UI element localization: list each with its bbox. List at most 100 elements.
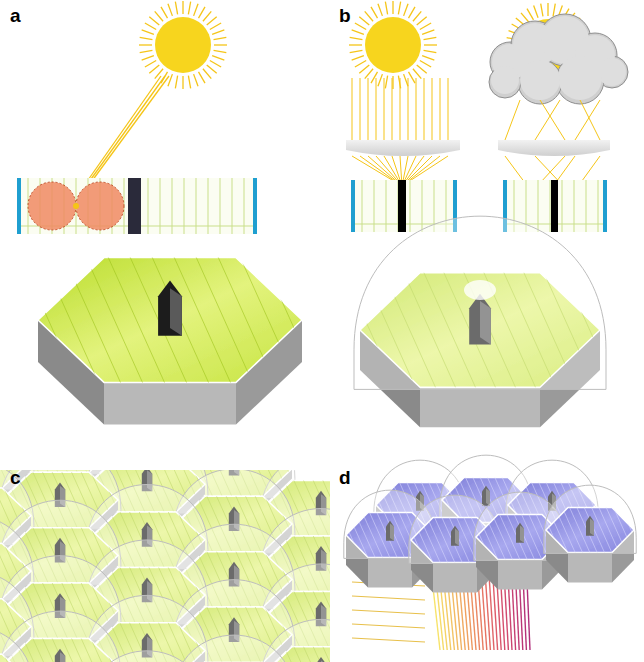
sun-ray: [547, 3, 548, 16]
light-spot: [464, 280, 496, 300]
direct-ray: [408, 78, 409, 142]
stripe: [70, 650, 99, 662]
stripe: [600, 264, 644, 396]
cell-facet: [170, 288, 182, 336]
sun-ray: [424, 50, 437, 52]
sun-ray: [194, 74, 198, 86]
sun-ray: [145, 61, 156, 68]
lens: [346, 140, 460, 156]
sun-disc: [365, 17, 421, 73]
sun-ray: [385, 76, 387, 89]
stripe: [282, 658, 311, 662]
sun-ray: [553, 4, 555, 17]
sun-ray: [413, 11, 421, 21]
absorber-strip: [17, 178, 257, 234]
edge-bar: [253, 178, 257, 234]
sun: [349, 1, 437, 89]
stripe: [50, 650, 79, 662]
sun-ray: [142, 30, 154, 34]
sun-ray: [534, 6, 538, 18]
side-face: [104, 382, 236, 424]
side-face: [420, 387, 540, 427]
diffuse-ray: [535, 100, 560, 140]
tiled-array: [0, 389, 456, 662]
direct-ray: [368, 78, 369, 142]
stripe: [317, 509, 340, 561]
panel-letter: c: [10, 468, 21, 487]
sun-ray: [355, 61, 366, 68]
sun-ray: [194, 4, 198, 16]
sun-ray: [142, 56, 154, 60]
stripe: [640, 479, 644, 531]
sun-ray: [199, 72, 206, 83]
sun-ray: [417, 65, 427, 73]
sun-ray: [527, 9, 534, 20]
sun-ray: [214, 50, 227, 52]
sun-ray: [199, 7, 206, 18]
stripe: [60, 650, 89, 662]
sun-ray: [359, 65, 369, 73]
sun-ray: [424, 44, 437, 45]
lens-dome: [173, 635, 295, 662]
stripe: [439, 511, 462, 563]
cloud-fill: [520, 60, 560, 100]
direct-ray: [352, 78, 353, 142]
hexagonal-concentrator: [0, 627, 108, 662]
side-face: [433, 563, 477, 593]
sun-ray: [521, 13, 529, 23]
stripe: [280, 264, 339, 396]
cell-prism: [158, 280, 182, 335]
direct-ray: [432, 78, 433, 142]
emission-lobe: [76, 182, 124, 230]
side-face: [498, 560, 542, 590]
cell-bar: [398, 180, 406, 232]
stripe: [148, 248, 213, 392]
stripe: [321, 658, 330, 662]
stripe: [79, 650, 108, 662]
strip-ground: [20, 178, 254, 234]
lens-dome: [354, 216, 606, 389]
cloud-fill: [558, 56, 602, 100]
stripe: [517, 504, 540, 556]
direct-ray: [360, 78, 361, 142]
direct-ray: [392, 78, 393, 142]
sun-ray: [149, 17, 159, 25]
stripe: [374, 514, 397, 566]
stripe: [0, 248, 37, 392]
sun-ray: [352, 56, 364, 60]
sun-disc: [155, 17, 211, 73]
sun-ray: [207, 17, 217, 25]
direct-ray: [400, 78, 401, 142]
sun-ray: [392, 1, 393, 14]
stripe: [447, 511, 470, 563]
sun-ray: [149, 65, 159, 73]
stripe: [82, 248, 147, 392]
edge-bar: [603, 180, 607, 232]
lens-dome: [544, 485, 636, 553]
sun-ray: [355, 23, 366, 30]
cell-bar: [128, 178, 141, 234]
sun-ray: [378, 4, 382, 16]
stripe: [640, 264, 644, 396]
stripe: [641, 504, 644, 556]
sun-ray: [155, 11, 163, 21]
sun-ray: [175, 76, 177, 89]
sun-ray: [365, 11, 373, 21]
sun-ray: [392, 76, 393, 89]
stripe: [214, 248, 279, 392]
top-face: [38, 258, 302, 383]
cloud-fill: [491, 66, 519, 94]
sun-ray: [422, 56, 434, 60]
stripe: [60, 248, 125, 392]
direct-ray: [384, 78, 385, 142]
hexagonal-concentrator: [240, 216, 644, 427]
sun-ray: [349, 44, 362, 45]
sun-ray: [203, 69, 211, 79]
sun-ray: [188, 76, 190, 89]
sun-ray: [155, 69, 163, 79]
stripe: [0, 248, 59, 392]
sun-ray: [417, 17, 427, 25]
sun-ray: [140, 37, 153, 39]
sun-ray: [214, 37, 227, 39]
diffuse-ray: [505, 100, 520, 140]
